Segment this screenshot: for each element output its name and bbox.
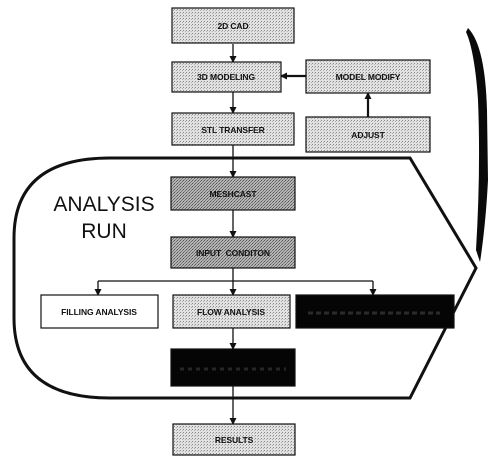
box-flow-analysis-label: FLOW ANALYSIS bbox=[197, 307, 265, 317]
box-input-condition: INPUT CONDITON bbox=[170, 236, 296, 269]
box-adjust: ADJUST bbox=[305, 116, 431, 153]
box-3d-modeling: 3D MODELING bbox=[171, 61, 282, 93]
box-meshcast-label: MESHCAST bbox=[210, 189, 258, 199]
box-stl-transfer-label: STL TRANSFER bbox=[201, 125, 264, 135]
box-2d-cad: 2D CAD bbox=[171, 7, 295, 44]
box-input-condition-label: INPUT CONDITON bbox=[196, 248, 270, 258]
box-results: RESULTS bbox=[172, 423, 296, 456]
box-filling-analysis: FILLING ANALYSIS bbox=[40, 294, 159, 329]
box-model-modify-label: MODEL MODIFY bbox=[336, 72, 401, 82]
connectors bbox=[94, 44, 377, 425]
box-meshcast: MESHCAST bbox=[170, 176, 296, 211]
box-filling-analysis-label: FILLING ANALYSIS bbox=[61, 307, 137, 317]
box-flow-analysis: FLOW ANALYSIS bbox=[172, 294, 291, 329]
box-results-label: RESULTS bbox=[215, 435, 254, 445]
analysis-run-region bbox=[12, 156, 478, 400]
box-stl-transfer: STL TRANSFER bbox=[171, 112, 295, 146]
box-post-flow-black bbox=[170, 348, 296, 387]
edge-shadow-shape bbox=[466, 28, 488, 262]
box-2d-cad-label: 2D CAD bbox=[217, 21, 248, 31]
analysis-run-line2: RUN bbox=[81, 220, 127, 243]
box-model-modify: MODEL MODIFY bbox=[305, 59, 431, 94]
analysis-run-line1: ANALYSIS bbox=[53, 193, 154, 216]
box-3d-modeling-label: 3D MODELING bbox=[197, 72, 255, 82]
analysis-run-label: ANALYSIS RUN bbox=[53, 193, 154, 243]
box-third-analysis-black bbox=[295, 294, 455, 329]
box-adjust-label: ADJUST bbox=[351, 130, 385, 140]
